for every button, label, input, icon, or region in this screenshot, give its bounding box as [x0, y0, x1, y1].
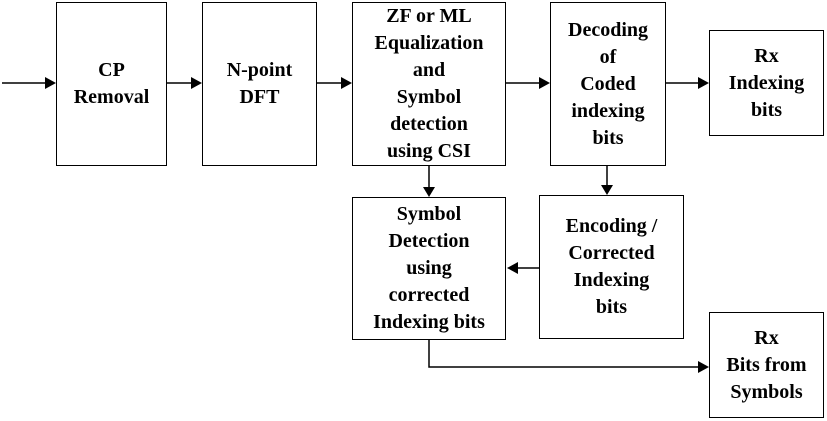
cp-removal-block: CP Removal [56, 2, 167, 166]
encoding-block: Encoding / Corrected Indexing bits [539, 195, 684, 339]
rx-indexing-block: Rx Indexing bits [709, 30, 824, 136]
decoding-block: Decoding of Coded indexing bits [550, 2, 666, 166]
arrow-cp-to-dft [167, 77, 202, 89]
dft-block: N-point DFT [202, 2, 317, 166]
arrow-decoding-to-encoding [601, 166, 613, 195]
arrow-equalization-to-decoding [506, 77, 550, 89]
arrow-symbol-detection-to-rx-bits [428, 340, 709, 373]
input-arrow [2, 77, 56, 89]
arrow-equalization-to-symbol-detection [423, 166, 435, 197]
arrow-dft-to-equalization [317, 77, 352, 89]
arrow-encoding-to-symbol-detection [507, 262, 539, 274]
symbol-detection-block: Symbol Detection using corrected Indexin… [352, 197, 506, 340]
equalization-block: ZF or ML Equalization and Symbol detecti… [352, 2, 506, 166]
arrow-decoding-to-rx-indexing [666, 77, 709, 89]
rx-bits-block: Rx Bits from Symbols [709, 312, 824, 418]
